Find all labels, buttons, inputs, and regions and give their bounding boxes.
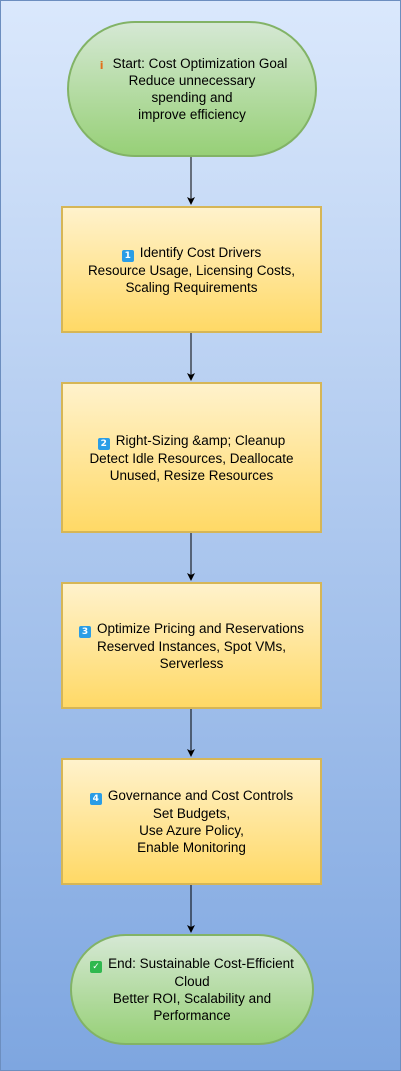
step2-title: Right-Sizing &amp; Cleanup <box>115 432 286 448</box>
step1-title-line: 1 Identify Cost Drivers <box>121 244 262 262</box>
end-line-3: Performance <box>153 1008 231 1023</box>
step4-line-2: Use Azure Policy, <box>139 823 244 838</box>
keycap-2-icon: 2 <box>97 437 110 450</box>
end-title: End: Sustainable Cost-Efficient <box>108 956 294 971</box>
step2-line-2: Unused, Resize Resources <box>109 467 274 483</box>
step2-line-1: Detect Idle Resources, Deallocate <box>89 450 294 466</box>
check-mark-icon: ✓ <box>90 961 103 973</box>
information-icon: i <box>99 59 104 72</box>
end-title-line: ✓ End: Sustainable Cost-Efficient <box>90 955 294 973</box>
keycap-4-icon: 4 <box>89 793 102 805</box>
step3-node: 3 Optimize Pricing and Reservations Reser… <box>61 582 322 709</box>
step3-line-2: Serverless <box>159 655 224 671</box>
step3-title-line: 3 Optimize Pricing and Reservations <box>78 620 305 638</box>
step1-line-2: Scaling Requirements <box>125 279 258 295</box>
start-node: i Start: Cost Optimization Goal Reduce un… <box>67 21 317 157</box>
start-line-2: spending and <box>151 90 233 105</box>
step1-title: Identify Cost Drivers <box>139 244 262 260</box>
step4-line-1: Set Budgets, <box>152 806 231 821</box>
end-node: ✓ End: Sustainable Cost-Efficient Cloud B… <box>70 934 314 1045</box>
step1-line-1: Resource Usage, Licensing Costs, <box>87 262 296 278</box>
start-line-1: Reduce unnecessary <box>128 73 256 88</box>
step4-title: Governance and Cost Controls <box>107 788 294 803</box>
start-line-3: improve efficiency <box>138 107 246 122</box>
end-line-2: Better ROI, Scalability and <box>112 991 272 1006</box>
step4-line-3: Enable Monitoring <box>137 840 246 855</box>
step2-title-line: 2 Right-Sizing &amp; Cleanup <box>97 432 286 450</box>
step4-title-line: 4 Governance and Cost Controls <box>89 787 294 805</box>
start-title: Start: Cost Optimization Goal <box>112 56 288 71</box>
start-title-line: i Start: Cost Optimization Goal <box>97 55 288 72</box>
step2-node: 2 Right-Sizing &amp; Cleanup Detect Idle … <box>61 382 322 533</box>
end-line-1: Cloud <box>174 974 210 989</box>
step1-node: 1 Identify Cost Drivers Resource Usage, L… <box>61 206 322 333</box>
keycap-3-icon: 3 <box>78 625 91 638</box>
step3-line-1: Reserved Instances, Spot VMs, <box>96 638 287 654</box>
step3-title: Optimize Pricing and Reservations <box>96 620 305 636</box>
keycap-1-icon: 1 <box>121 249 134 262</box>
step4-node: 4 Governance and Cost Controls Set Budget… <box>61 758 322 885</box>
